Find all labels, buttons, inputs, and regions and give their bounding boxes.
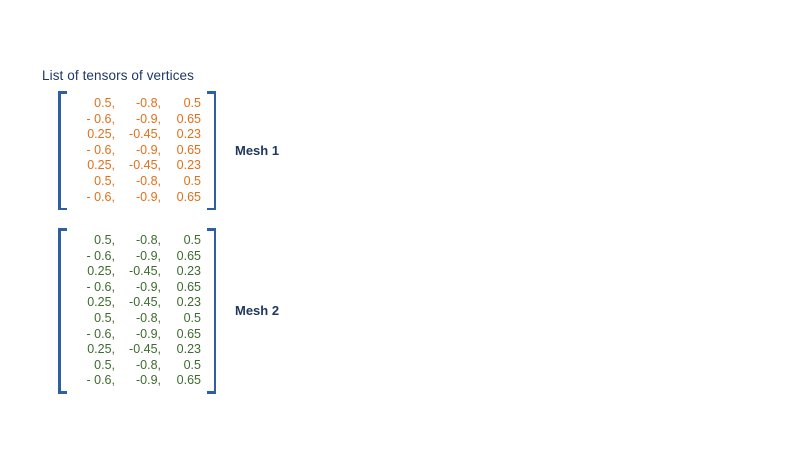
matrix-row: 0.25, -0.45, 0.23 — [73, 127, 201, 143]
matrix-cell: -0.9, — [135, 373, 161, 388]
matrix-row: 0.5, -0.8, 0.5 — [73, 311, 201, 327]
matrix-row: - 0.6, -0.9, 0.65 — [73, 279, 202, 296]
matrix-cell: -0.9, — [135, 248, 161, 263]
matrix-row: 0.25, -0.45, 0.23 — [73, 264, 201, 280]
matrix-cell: -0.45, — [129, 342, 161, 357]
matrix-cell: 0.5 — [183, 173, 201, 188]
matrix-row: 0.5, -0.8, 0.5 — [73, 96, 201, 112]
matrix-row: - 0.6, -0.9, 0.65 — [73, 326, 202, 343]
matrix-cell: 0.23 — [176, 264, 201, 279]
matrix-cell: -0.8, — [135, 173, 161, 188]
matrix-cell: 0.5, — [94, 233, 115, 247]
matrix-cell: 0.65 — [176, 248, 201, 263]
matrix-cell: 0.65 — [176, 142, 201, 157]
matrix-cell: 0.25, — [87, 264, 115, 279]
matrix-cell: 0.5, — [94, 310, 115, 325]
matrix-cell: 0.25, — [87, 127, 115, 142]
matrix-cell: -0.45, — [129, 158, 161, 173]
matrix-cell: - 0.6, — [86, 142, 116, 157]
matrix-cell: -0.45, — [129, 295, 161, 310]
matrix-row: 0.5, -0.8, 0.5 — [73, 233, 201, 249]
matrix-row: - 0.6, -0.9, 0.65 — [73, 248, 202, 265]
matrix-cell: 0.23 — [176, 342, 201, 357]
matrix-cell: 0.5 — [183, 233, 201, 247]
matrix-cell: - 0.6, — [86, 279, 116, 294]
matrix-cell: 0.25, — [87, 342, 115, 357]
matrix-cell: 0.65 — [176, 111, 201, 126]
matrix-row: - 0.6, -0.9, 0.65 — [73, 111, 202, 128]
matrix-cell: 0.5 — [183, 310, 201, 325]
matrix-cell: -0.8, — [135, 357, 161, 372]
matrix-cell: 0.23 — [176, 295, 201, 310]
matrix-cell: -0.9, — [135, 279, 161, 294]
matrix-cell: 0.5, — [94, 173, 115, 188]
matrix-cell: 0.5 — [183, 357, 201, 372]
matrix-cell: 0.5, — [94, 357, 115, 372]
matrix-cell: 0.25, — [87, 158, 115, 173]
matrix-cell: - 0.6, — [86, 326, 116, 341]
matrix-cell: -0.8, — [135, 233, 161, 247]
matrix-cell: -0.9, — [135, 111, 161, 126]
matrix-cell: 0.65 — [176, 373, 201, 388]
matrix-row: - 0.6, -0.9, 0.65 — [73, 189, 202, 206]
matrix-cell: -0.9, — [135, 326, 161, 341]
matrix-cell: -0.45, — [129, 127, 161, 142]
mesh-label-1: Mesh 1 — [235, 143, 280, 159]
matrix-cell: -0.9, — [135, 142, 161, 157]
mesh-label-2: Mesh 2 — [235, 303, 280, 319]
matrix-row: 0.5, -0.8, 0.5 — [73, 174, 201, 190]
matrix-row: 0.5, -0.8, 0.5 — [73, 358, 201, 374]
matrix-cell: - 0.6, — [86, 111, 116, 126]
matrix-cell: - 0.6, — [86, 248, 116, 263]
matrix-row: 0.25, -0.45, 0.23 — [73, 342, 201, 358]
matrix-cell: -0.8, — [135, 310, 161, 325]
matrix-cell: 0.25, — [87, 295, 115, 310]
matrix-cell: -0.45, — [129, 264, 161, 279]
matrix-cell: 0.65 — [176, 326, 201, 341]
matrix-row: - 0.6, -0.9, 0.65 — [73, 373, 202, 389]
matrix-cell: 0.5, — [94, 96, 115, 110]
matrix-cell: -0.8, — [135, 96, 161, 110]
matrix-cell: 0.23 — [176, 158, 201, 173]
matrix-cell: - 0.6, — [86, 189, 116, 204]
left-bracket-icon — [58, 91, 67, 211]
matrix-cell: 0.65 — [176, 279, 201, 294]
matrix-row: 0.25, -0.45, 0.23 — [73, 295, 201, 311]
left-bracket-icon — [58, 228, 67, 394]
matrix-cell: - 0.6, — [86, 373, 116, 388]
right-bracket-icon — [207, 228, 216, 394]
matrix-cell: 0.5 — [183, 96, 201, 110]
matrix-row: 0.25, -0.45, 0.23 — [73, 158, 201, 174]
matrix-cell: 0.23 — [176, 127, 201, 142]
matrix-row: - 0.6, -0.9, 0.65 — [73, 142, 202, 159]
page-title: List of tensors of vertices — [42, 68, 195, 83]
matrix-cell: -0.9, — [135, 189, 161, 204]
right-bracket-icon — [207, 91, 216, 211]
matrix-cell: 0.65 — [176, 189, 201, 204]
